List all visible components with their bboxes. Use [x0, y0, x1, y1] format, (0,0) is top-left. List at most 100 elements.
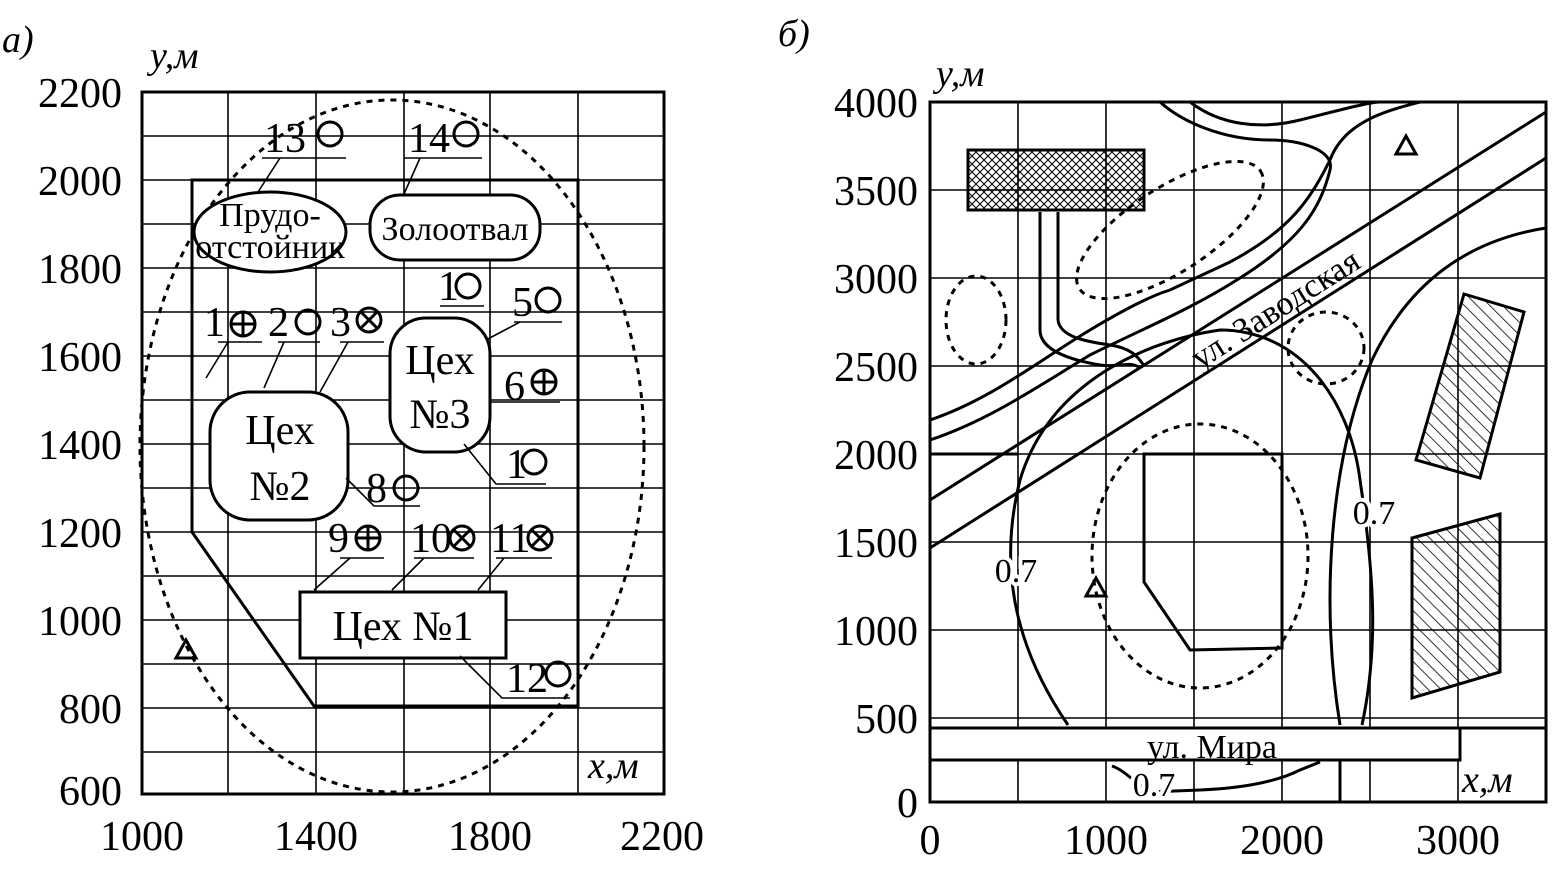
source-number: 14	[408, 116, 450, 162]
pond-building: Прудо- отстойник	[192, 190, 348, 274]
river-bank-line	[930, 102, 1332, 442]
ash-dump-building: Золоотвал	[368, 193, 542, 262]
x-tick-label: 2200	[620, 814, 704, 860]
source-number: 6	[504, 364, 525, 410]
y-tick-label: 1000	[38, 599, 122, 645]
pipeline-line	[1056, 212, 1146, 367]
panel-a-y-ticks: 2200 2000 1800 1600 1400 1200 1000 800 6…	[38, 71, 122, 815]
source-circle-icon	[454, 272, 482, 300]
triangle-marker-icon	[1393, 132, 1419, 156]
y-tick-label: 1000	[834, 609, 918, 655]
panel-b-x-ticks: 0 1000 2000 3000	[920, 818, 1501, 864]
crosshatched-building	[966, 148, 1146, 212]
pond-label-line2: отстойник	[195, 229, 345, 266]
plant-outline	[1142, 452, 1284, 652]
x-tick-label: 0	[920, 818, 941, 864]
panel-b-y-ticks: 4000 3500 3000 2500 2000 1500 1000 500 0	[834, 81, 918, 827]
ash-dump-label: Золоотвал	[382, 211, 529, 248]
source-x-circle-icon	[355, 306, 383, 334]
x-tick-label: 1800	[448, 814, 532, 860]
panel-b-grid	[928, 100, 1548, 804]
dashed-zone-ellipse	[1286, 310, 1366, 386]
x-tick-label: 1000	[100, 814, 184, 860]
leader-line	[205, 341, 262, 379]
source-plus-circle-icon	[530, 368, 558, 396]
y-tick-label: 800	[59, 687, 122, 733]
zavodskaya-street-label: ул. Заводская	[1184, 242, 1367, 377]
y-tick-label: 2000	[834, 433, 918, 479]
y-tick-label: 3000	[834, 257, 918, 303]
isoline-label: 0.7	[1353, 495, 1396, 532]
leader-line	[391, 557, 474, 591]
source-circle-icon	[452, 120, 480, 148]
dashed-zone-ellipse	[1075, 159, 1265, 301]
sanitary-zone-ellipse	[138, 98, 646, 794]
leader-line	[403, 157, 482, 195]
shop2-building: Цех №2	[208, 390, 350, 522]
x-tick-label: 1000	[1064, 818, 1148, 864]
y-tick-label: 1600	[38, 335, 122, 381]
dashed-zone-ellipse	[944, 274, 1008, 366]
y-tick-label: 2000	[38, 159, 122, 205]
panel-b-x-axis-label: x,м	[1461, 759, 1513, 801]
dashed-zone-ellipse	[1090, 422, 1310, 690]
isoline-0.7-south	[1111, 760, 1321, 794]
panel-a-y-axis-label: y,м	[146, 35, 199, 77]
pipeline-line	[1038, 212, 1141, 370]
mira-street-label: ул. Мира	[1147, 729, 1277, 766]
source-number: 12	[506, 656, 548, 702]
leader-line	[345, 477, 420, 507]
panel-a: а) y,м x,м 1	[2, 19, 704, 860]
source-number: 1	[506, 442, 527, 488]
source-number: 11	[490, 516, 530, 562]
x-tick-label: 1400	[274, 814, 358, 860]
source-circle-icon	[544, 660, 572, 688]
zavodskaya-street-edge	[930, 156, 1546, 550]
x-tick-label: 3000	[1416, 818, 1500, 864]
leader-line	[263, 341, 320, 389]
shop2-label-line1: Цех	[245, 408, 314, 454]
source-number: 8	[366, 466, 387, 512]
hatched-building	[1410, 512, 1502, 701]
panel-b-label: б)	[778, 13, 810, 55]
panel-b-y-axis-label: y,м	[932, 53, 985, 95]
y-tick-label: 2500	[834, 345, 918, 391]
source-number: 2	[268, 300, 289, 346]
source-number: 1	[438, 264, 459, 310]
y-tick-label: 600	[59, 769, 122, 815]
triangle-marker-icon	[173, 636, 199, 660]
source-number: 3	[330, 300, 351, 346]
leader-line	[477, 557, 552, 591]
y-tick-label: 2200	[38, 71, 122, 117]
source-number: 5	[512, 280, 533, 326]
shop3-building: Цех №3	[388, 316, 492, 454]
source-x-circle-icon	[526, 524, 554, 552]
mira-street	[930, 726, 1462, 762]
isoline-label: 0.7	[995, 553, 1038, 590]
leader-line	[319, 341, 384, 393]
y-tick-label: 1800	[38, 247, 122, 293]
source-number: 9	[328, 516, 349, 562]
shop1-label: Цех №1	[333, 604, 474, 650]
river-bank-line	[1189, 102, 1381, 127]
shop1-building: Цех №1	[298, 590, 508, 660]
source-x-circle-icon	[448, 524, 476, 552]
y-tick-label: 3500	[834, 169, 918, 215]
hatched-building	[1414, 292, 1526, 480]
panel-a-x-ticks: 1000 1400 1800 2200	[100, 814, 704, 860]
leader-line	[257, 157, 346, 193]
source-plus-circle-icon	[354, 524, 382, 552]
leader-line	[485, 321, 562, 341]
y-tick-label: 0	[897, 781, 918, 827]
river-bank-line	[930, 102, 1421, 422]
shop3-label-line1: Цех	[405, 338, 474, 384]
shop2-label-line2: №2	[249, 464, 310, 510]
panel-b: б) y,м x,м 0 1000 2000 3000	[778, 13, 1548, 864]
source-circle-icon	[534, 286, 562, 314]
pond-label-line1: Прудо-	[219, 197, 321, 234]
source-circle-icon	[520, 448, 548, 476]
y-tick-label: 500	[855, 697, 918, 743]
source-plus-circle-icon	[229, 310, 257, 338]
isoline-label: 0.7	[1133, 767, 1176, 804]
source-number: 1	[204, 300, 225, 346]
